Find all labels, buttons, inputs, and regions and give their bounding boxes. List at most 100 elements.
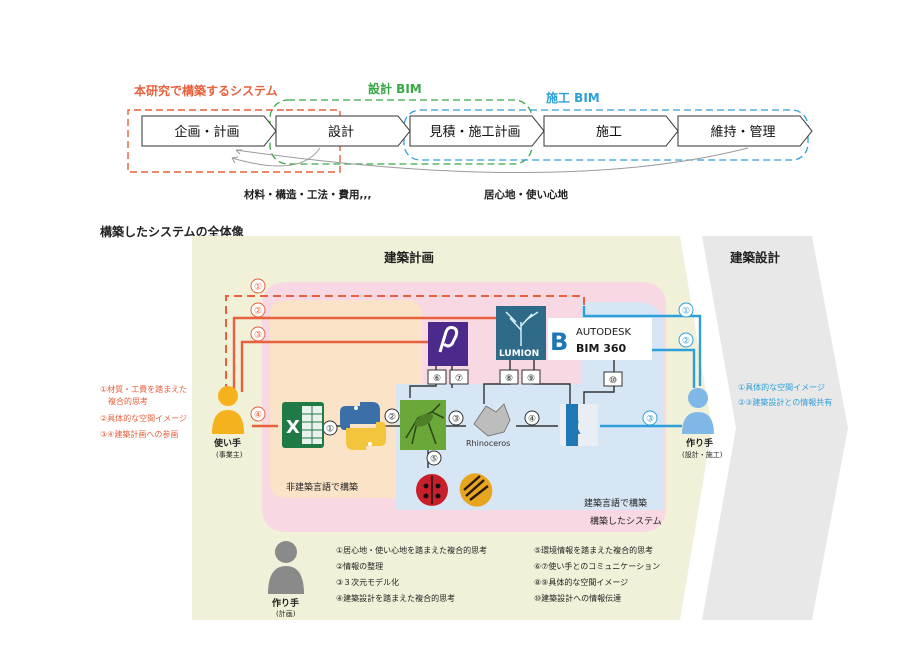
svg-text:③: ③	[646, 415, 654, 425]
svg-text:①: ①	[254, 283, 262, 293]
maker-person-icon: 作り手 (設計・施工)	[682, 388, 723, 459]
svg-text:②: ②	[254, 307, 262, 317]
stage-2: 設計	[275, 115, 411, 147]
step-number: ③	[642, 410, 658, 426]
svg-text:②: ②	[388, 413, 396, 423]
svg-text:①居心地・使い心地を踏まえた複合的思考: ①居心地・使い心地を踏まえた複合的思考	[336, 545, 487, 555]
svg-text:①: ①	[682, 307, 690, 317]
svg-text:LUMION: LUMION	[499, 349, 539, 359]
step-number-boxed: ⑥	[427, 369, 447, 385]
stage-1: 企画・計画	[141, 115, 277, 147]
design-bim-label: 設計 BIM	[368, 81, 422, 96]
feedback-comfort-label: 居心地・使い心地	[484, 188, 568, 201]
step-number: ①	[678, 302, 694, 318]
rhino-icon: Rhinoceros	[466, 403, 511, 448]
system-region-label: 構築したシステム	[590, 515, 662, 527]
right-notes: ①具体的な空間イメージ ②③建築設計との情報共有	[738, 382, 832, 407]
svg-text:③④建築計画への参画: ③④建築計画への参画	[100, 429, 178, 439]
autodesk-bim360-logo: B AUTODESK BIM 360	[548, 318, 652, 360]
svg-text:B: B	[550, 328, 568, 356]
lumion-icon: LUMION	[496, 306, 546, 360]
design-panel	[702, 236, 848, 620]
svg-text:②: ②	[682, 337, 690, 347]
svg-text:④: ④	[254, 411, 262, 421]
step-number: ③	[250, 326, 266, 342]
svg-text:②情報の整理: ②情報の整理	[336, 561, 383, 571]
stage-4: 施工	[543, 115, 679, 147]
loop-2	[232, 316, 496, 392]
svg-text:⑧: ⑧	[505, 374, 513, 384]
svg-text:③３次元モデル化: ③３次元モデル化	[336, 577, 399, 587]
svg-text:⑦: ⑦	[455, 374, 463, 384]
svg-text:⑧⑨具体的な空間イメージ: ⑧⑨具体的な空間イメージ	[534, 577, 628, 587]
stage-3: 見積・施工計画	[409, 115, 545, 147]
svg-text:複合的思考: 複合的思考	[108, 396, 148, 406]
svg-text:①材質・工費を踏まえた: ①材質・工費を踏まえた	[100, 384, 187, 394]
revit-icon: R	[560, 404, 598, 446]
step-number: ①	[322, 420, 338, 436]
python-icon	[340, 402, 386, 450]
svg-text:R: R	[564, 415, 581, 440]
step-number-boxed: ⑩	[603, 371, 623, 387]
step-number-boxed: ⑦	[449, 369, 469, 385]
process-flow: 本研究で構築するシステム 設計 BIM 施工 BIM 企画・計画 設計 見積・施工計…	[127, 81, 813, 201]
svg-text:④建築設計を踏まえた複合的思考: ④建築設計を踏まえた複合的思考	[336, 593, 455, 603]
step-number: ⑤	[426, 450, 442, 466]
svg-text:③: ③	[254, 331, 262, 341]
step-number: ③	[448, 410, 464, 426]
step-number: ④	[524, 410, 540, 426]
feedback-materials-label: 材料・構造・工法・費用,,,	[243, 188, 371, 201]
step-number-boxed: ⑨	[521, 369, 541, 385]
step-numbers: ① ② ③ ④ ① ② ③ ④ ⑤ ① ② ③ ⑥ ⑦ ⑧ ⑨ ⑩	[250, 278, 694, 466]
stage-label: 設計	[328, 124, 354, 140]
svg-text:⑩建築設計への情報伝達: ⑩建築設計への情報伝達	[534, 593, 621, 603]
svg-text:(計画): (計画)	[276, 609, 296, 618]
excel-icon: X	[282, 402, 324, 448]
blue-line-2	[652, 348, 696, 388]
construction-bim-label: 施工 BIM	[546, 90, 600, 105]
system-scope-label: 本研究で構築するシステム	[134, 83, 278, 98]
svg-text:X: X	[286, 417, 300, 438]
step-number: ②	[384, 408, 400, 424]
loop-1-dashed	[225, 295, 585, 392]
svg-text:Rhinoceros: Rhinoceros	[466, 439, 510, 448]
system-boundary	[127, 109, 341, 173]
stage-5: 維持・管理	[677, 115, 813, 147]
svg-text:(事業主): (事業主)	[216, 450, 243, 459]
svg-text:BIM 360: BIM 360	[576, 342, 627, 355]
feedback-arc-materials	[231, 147, 321, 167]
stage-label: 見積・施工計画	[429, 124, 520, 140]
blue-line-1	[582, 306, 702, 386]
svg-text:①具体的な空間イメージ: ①具体的な空間イメージ	[738, 382, 825, 392]
svg-text:⑩: ⑩	[609, 376, 617, 386]
step-number: ①	[250, 278, 266, 294]
feedback-arc-comfort	[235, 147, 749, 173]
stage-chevrons: 企画・計画 設計 見積・施工計画 施工 維持・管理	[141, 115, 813, 147]
svg-text:⑥⑦使い手とのコミュニケーション: ⑥⑦使い手とのコミュニケーション	[534, 561, 660, 571]
svg-text:⑨: ⑨	[527, 374, 535, 384]
svg-text:作り手: 作り手	[272, 597, 299, 609]
stage-label: 施工	[596, 125, 622, 140]
step-number: ②	[678, 332, 694, 348]
step-number: ④	[250, 406, 266, 422]
arch-label: 建築言語で構築	[584, 497, 647, 509]
purple-app-icon	[428, 322, 468, 366]
overview-title: 構築したシステムの全体像	[100, 224, 245, 239]
svg-text:③: ③	[452, 415, 460, 425]
user-person-icon: 使い手 (事業主)	[212, 386, 244, 459]
svg-text:⑥: ⑥	[433, 374, 441, 384]
planning-heading: 建築計画	[384, 250, 434, 265]
stage-label: 維持・管理	[710, 125, 775, 140]
grasshopper-icon	[400, 400, 446, 450]
stage-label: 企画・計画	[174, 124, 239, 140]
svg-text:使い手: 使い手	[213, 437, 241, 449]
step-number-boxed: ⑧	[499, 369, 519, 385]
svg-text:⑤: ⑤	[430, 455, 438, 465]
left-notes: ①材質・工費を踏まえた 複合的思考 ②具体的な空間イメージ ③④建築計画への参画	[100, 384, 187, 439]
legend: ①居心地・使い心地を踏まえた複合的思考 ②情報の整理 ③３次元モデル化 ④建築設…	[336, 545, 660, 603]
step-number: ②	[250, 302, 266, 318]
svg-text:②③建築設計との情報共有: ②③建築設計との情報共有	[738, 397, 832, 407]
ladybug-icon	[416, 474, 448, 506]
svg-text:①: ①	[326, 425, 334, 435]
